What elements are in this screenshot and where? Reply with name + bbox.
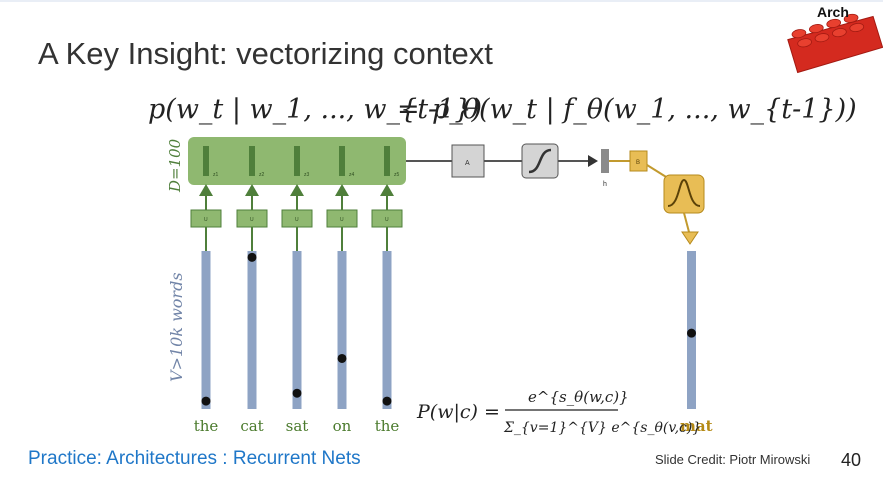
hidden-bar-label: z4	[349, 172, 355, 178]
up-arrow-icon	[245, 184, 259, 196]
softmax-denominator: Σ_{v=1}^{V} e^{s_θ(v,c)}	[503, 420, 701, 436]
output-arrow-icon	[681, 231, 699, 245]
one-hot-column	[201, 251, 211, 409]
flow-line-6	[683, 212, 690, 233]
hidden-bar	[249, 146, 255, 176]
one-hot-column	[292, 251, 302, 409]
softmax-lhs: P(w|c) =	[416, 401, 500, 423]
context-word: the	[194, 417, 219, 435]
one-hot-dot	[382, 396, 392, 406]
arrow-head-icon	[588, 155, 598, 167]
up-arrow-icon	[199, 184, 213, 196]
hidden-bar	[384, 146, 390, 176]
vocab-label: V>10k words	[167, 272, 186, 382]
up-arrow-icon	[380, 184, 394, 196]
one-hot-dot	[292, 388, 302, 398]
one-hot-column	[247, 251, 257, 409]
hidden-bar-label: z2	[259, 172, 265, 178]
sigmoid-icon	[528, 148, 552, 174]
u-matrix-label: U	[385, 217, 389, 223]
context-word: cat	[240, 417, 263, 435]
u-matrix-label: U	[295, 217, 299, 223]
one-hot-column	[337, 251, 347, 409]
one-hot-dot	[337, 353, 347, 363]
a-matrix-label: A	[465, 160, 470, 167]
a-matrix-box	[451, 144, 485, 178]
u-matrix-label: U	[204, 217, 208, 223]
b-matrix-box	[629, 150, 648, 172]
one-hot-dot	[247, 252, 257, 262]
u-matrix-label: U	[340, 217, 344, 223]
hidden-bar-label: z5	[394, 172, 400, 178]
context-word: the	[375, 417, 400, 435]
one-hot-column	[382, 251, 392, 409]
one-hot-dot	[201, 396, 211, 406]
output-dot	[687, 328, 696, 338]
output-word: mat	[680, 417, 713, 435]
top-equation-lhs: p(w_t | w_1, ..., w_{t-1})	[148, 94, 482, 125]
page-number: 40	[841, 450, 862, 470]
hidden-vector-label: h	[603, 181, 607, 188]
top-rule	[0, 0, 883, 2]
hidden-bar-label: z1	[213, 172, 219, 178]
arch-badge-label: Arch	[817, 4, 849, 20]
lego-brick-icon	[787, 13, 883, 74]
context-word: sat	[286, 417, 309, 435]
u-matrix-label: U	[250, 217, 254, 223]
hidden-vector	[601, 149, 609, 173]
softmax-numerator: e^{s_θ(w,c)}	[528, 388, 629, 406]
hidden-bar-label: z3	[304, 172, 310, 178]
hidden-bar	[339, 146, 345, 176]
context-word: on	[333, 417, 352, 435]
hidden-bar	[203, 146, 209, 176]
gaussian-icon	[667, 178, 701, 207]
up-arrow-icon	[290, 184, 304, 196]
dimension-label: D=100	[166, 138, 184, 193]
hidden-bar	[294, 146, 300, 176]
footer-link[interactable]: Practice: Architectures : Recurrent Nets	[28, 448, 361, 469]
slide-credit: Slide Credit: Piotr Mirowski	[655, 452, 811, 467]
up-arrow-icon	[335, 184, 349, 196]
slide-title: A Key Insight: vectorizing context	[38, 36, 493, 71]
b-matrix-label: B	[636, 160, 640, 166]
top-equation-rhs: p_θ(w_t | f_θ(w_1, ..., w_{t-1}))	[432, 94, 857, 125]
top-equation-equals: =	[397, 94, 420, 125]
